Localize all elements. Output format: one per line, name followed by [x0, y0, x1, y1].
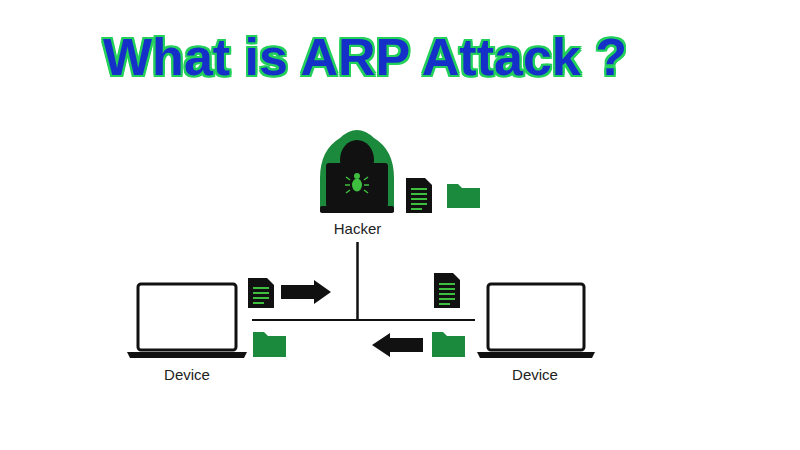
laptop-icon	[127, 284, 247, 358]
node-label: Hacker	[334, 220, 382, 238]
arrow-left	[372, 333, 423, 357]
laptop-icon	[477, 284, 595, 358]
document-icon	[248, 278, 274, 308]
hacker-node: Hacker	[310, 120, 405, 242]
folder-icon	[253, 332, 286, 357]
network-line	[252, 242, 358, 320]
document-icon	[406, 178, 432, 213]
device-node: Device	[122, 280, 252, 388]
hacker-icon	[320, 130, 394, 213]
arrow-right	[281, 280, 331, 304]
device-node: Device	[475, 280, 595, 388]
folder-icon	[447, 184, 480, 208]
title: What is ARP Attack ?	[40, 26, 690, 88]
folder-icon	[432, 332, 465, 357]
node-label: Device	[164, 366, 210, 384]
document-icon	[434, 273, 460, 308]
node-label: Device	[512, 366, 558, 384]
network-line	[358, 242, 476, 320]
